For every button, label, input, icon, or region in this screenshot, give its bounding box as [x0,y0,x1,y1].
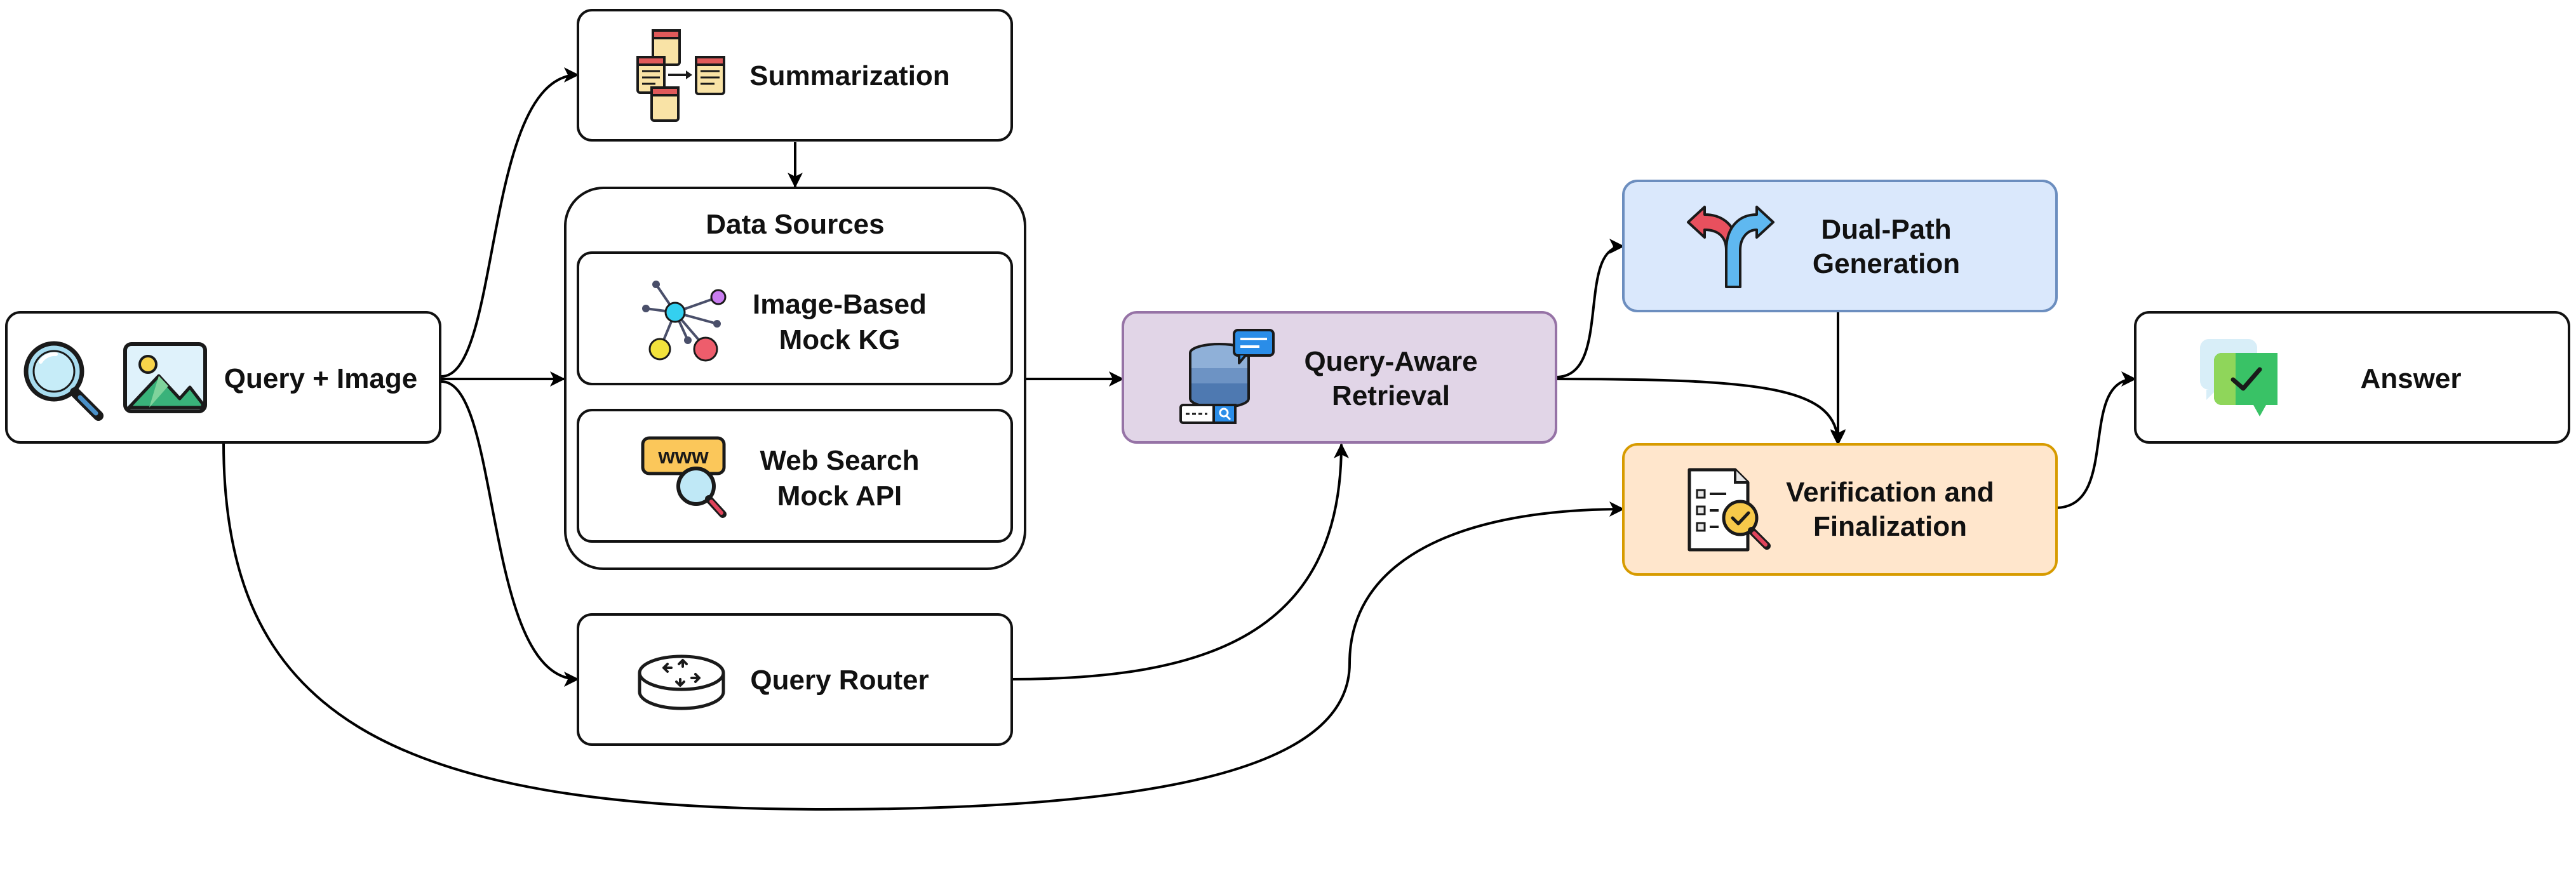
fork-arrows-icon [1687,206,1774,288]
edge-query-to-verification [222,442,1625,811]
answer-label: Answer [2361,363,2462,394]
checklist-icon [1687,468,1771,552]
node-summarization[interactable]: Summarization [577,9,1013,142]
edge-verification-to-answer [2055,371,2137,509]
verification-line1: Verification and [1786,477,1994,508]
edge-router-to-retrieval [1010,443,1349,680]
edge-retrieval-to-verification [1555,378,1846,446]
edge-retrieval-to-dualpath [1555,239,1625,378]
node-dual-path[interactable]: Dual-Path Generation [1622,180,2058,312]
summarization-label: Summarization [749,60,949,91]
database-search-icon [1179,329,1275,424]
router-icon [638,654,725,710]
node-query-router[interactable]: Query Router [577,613,1013,746]
edge-query-to-router [441,380,579,687]
image-icon [123,342,207,413]
edge-query-to-summarization [441,67,579,378]
data-sources-title: Data Sources [706,209,884,240]
image-kg-line2: Mock KG [779,324,901,355]
retrieval-line2: Retrieval [1332,380,1450,411]
dual-path-line1: Dual-Path [1821,214,1951,245]
dual-path-line2: Generation [1813,248,1960,279]
node-data-sources: Data Sources Image-Based [564,187,1026,570]
node-query-image[interactable]: Query + Image [5,311,441,444]
node-answer[interactable]: Answer [2134,311,2570,444]
edges [222,67,2137,811]
web-search-line1: Web Search [760,445,919,476]
verification-line2: Finalization [1813,511,1967,542]
image-kg-line1: Image-Based [753,289,927,320]
web-search-icon: www [641,436,727,518]
data-source-image-kg[interactable]: Image-Based Mock KG [577,251,1013,385]
node-verification[interactable]: Verification and Finalization [1622,443,2058,576]
data-source-web-search[interactable]: www Web Search Mock API [577,409,1013,543]
magnifier-icon [23,341,104,421]
documents-icon [636,29,725,122]
node-retrieval[interactable]: Query-Aware Retrieval [1122,311,1557,444]
retrieval-line1: Query-Aware [1304,346,1477,377]
web-search-line2: Mock API [777,481,902,512]
chat-check-icon [2200,339,2277,416]
query-router-label: Query Router [750,665,929,696]
svg-text:www: www [657,444,709,468]
query-image-label: Query + Image [224,363,417,394]
knowledge-graph-icon [642,281,727,362]
